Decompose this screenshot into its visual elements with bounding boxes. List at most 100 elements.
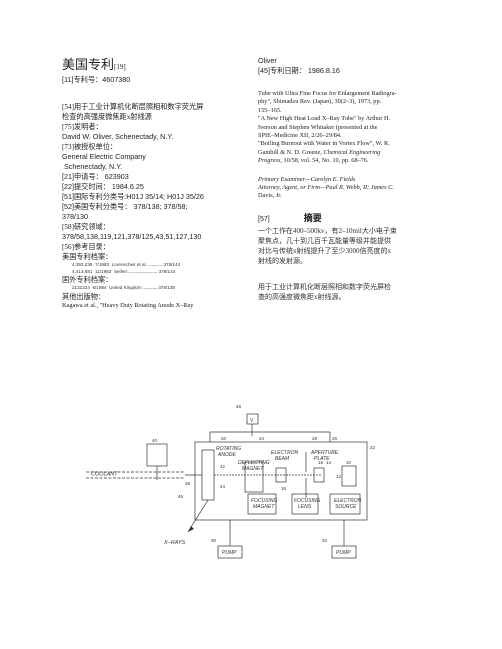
citation-line: "Boiling Burnout with Water in Vortex Fl… <box>258 140 390 148</box>
fig-label: SOURCE <box>335 504 357 510</box>
fig-label: 42 <box>220 464 226 469</box>
abstract-summary: 用于工业计算机化断层照相和数字荧光屏检 查的高强度微焦距x射线源。 <box>258 282 448 302</box>
fig-label: PLATE <box>314 456 330 462</box>
fig-label: 14 <box>326 460 332 465</box>
fig-label: 10 <box>346 460 352 465</box>
fig-label: FOCUSING <box>251 498 278 504</box>
electron-source-gun <box>341 465 357 487</box>
fig-label: 16 <box>318 460 324 465</box>
fig-label: 28 <box>312 436 318 441</box>
citation-line: Iverson and Stephen Whitaker (presented … <box>258 123 378 131</box>
us-references-list: 4,392,236 7/1983 Lorenschier et al. ....… <box>72 262 248 275</box>
reference-row: 4,414,681 11/1983 Seifert ..............… <box>72 268 176 274</box>
citation-line: 155–165. <box>258 106 282 114</box>
filed-date: [22]提交时间： 1984.6.25 <box>62 182 144 191</box>
abstract-line: 对比与传统x射线提升了至少3000倍亮度的x <box>258 246 391 255</box>
citation-line: "A New High Heat Load X–Ray Tube" by Art… <box>258 115 391 123</box>
fig-label: DEFLECTING <box>238 460 270 466</box>
fig-label: 40 <box>152 438 158 443</box>
foreign-documents-label: 国外专利档案： <box>62 276 113 284</box>
xray-source-figure: V 48 40 COOLANT 38 22 20 24 28 26 ROTATI… <box>86 404 376 559</box>
examiner-block: Primary Examiner—Carolyn E. Fields Attor… <box>258 176 448 201</box>
assignee-line-1: General Electric Company <box>62 152 146 161</box>
citation-line: phy", Shimadzu Rev. (Japan), 30(2–3), 19… <box>258 98 382 106</box>
fig-label: X–RAYS <box>163 540 186 546</box>
international-class: [51]国际专利分类号:H01J 35/14; H01J 35/26 <box>62 192 204 201</box>
citation-line: SPIE–Medicine XII, 2/26–29/84. <box>258 132 342 140</box>
attorney-line-1: Attorney, Agent, or Firm—Paul R. Webb, I… <box>258 184 394 192</box>
fig-label: 20 <box>221 436 227 441</box>
abstract-line: 一个工作在400–500kv，有2–10mil大小电子束 <box>258 226 397 235</box>
focusing-magnet <box>275 467 287 483</box>
fig-label: 46 <box>178 494 184 499</box>
citation-line: Progress, 10/58, vol. 54, No. 10, pp. 68… <box>258 157 369 165</box>
patent-title-line-2: 检查的高强度微焦距x射线源 <box>62 113 152 121</box>
focusing-magnet-box <box>247 493 277 515</box>
fig-label: COOLANT <box>91 472 118 478</box>
electron-source-box <box>329 493 361 515</box>
fig-label: 26 <box>332 436 338 441</box>
inventor: David W. Oliver, Schenectady, N.Y. <box>62 132 174 141</box>
us-documents-label: 美国专利档案： <box>62 253 113 261</box>
fig-label: 30 <box>211 538 217 543</box>
fig-label: 12 <box>336 474 342 479</box>
abstract-line: 射线的发射源。 <box>258 256 307 265</box>
application-number: [21]申请号： 623903 <box>62 172 129 181</box>
fig-label: 22 <box>370 445 376 450</box>
fig-label: 18 <box>281 486 287 491</box>
fig-label: LENS <box>298 504 312 510</box>
pump-1 <box>217 545 243 559</box>
coolant-reservoir <box>146 443 168 467</box>
us-class-line-2: 378/130 <box>62 212 88 221</box>
patent-country-title: 美国专利 <box>62 57 115 72</box>
inventor-label: [75]发明者： <box>62 123 103 131</box>
vacuum-housing <box>194 441 368 521</box>
fig-label: APERTURE <box>310 450 339 456</box>
abstract-heading: [57] 摘要 <box>258 211 448 224</box>
patent-title-line-1: [54]用于工业计算机化断层照相和数字荧光屏 <box>62 103 204 111</box>
title-code: [19] <box>114 63 126 71</box>
abstract-line: 聚焦点，几十到几百千瓦能量等级并能提供 <box>258 236 391 245</box>
reference-row: 2131224 6/1984 United Kingdom ..........… <box>72 285 175 290</box>
fig-label: MAGNET <box>242 466 264 472</box>
fig-label: FOCUSING <box>294 498 321 504</box>
continued-author: Oliver <box>258 56 277 65</box>
assignee-line-2: Schenectady, N.Y. <box>62 162 123 171</box>
document-title: 美国专利[19] <box>62 54 248 73</box>
fig-label: PUMP <box>222 550 237 556</box>
fig-label: 48 <box>236 404 242 409</box>
patent-date: [45]专利日期： 1986.8.16 <box>258 66 340 75</box>
summary-line: 用于工业计算机化断层照相和数字荧光屏检 <box>258 282 391 291</box>
fig-label: 24 <box>259 436 265 441</box>
primary-examiner: Primary Examiner—Carolyn E. Fields <box>258 175 356 183</box>
other-publications-label: 其他出版物： <box>62 292 106 301</box>
fig-label: MAGNET <box>253 504 275 510</box>
pump-2 <box>331 545 357 559</box>
foreign-references-list: 2131224 6/1984 United Kingdom ..........… <box>72 285 248 292</box>
fig-label: ROTATING <box>216 446 241 452</box>
field-of-search: 378/58,138,119,121,378/125,43,51,127,130 <box>62 232 202 241</box>
fig-label: V <box>250 418 254 424</box>
reference-row: 4,392,236 7/1983 Lorenschier et al. ....… <box>72 262 181 267</box>
deflecting-magnet <box>244 461 264 493</box>
patent-number: [11]专利号：4607380 <box>62 75 131 84</box>
attorney-line-2: Davis, Jr. <box>258 192 282 200</box>
abstract-title: 摘要 <box>303 213 322 224</box>
other-publication: Kagawa et al., "Heavy Duty Rotating Anod… <box>62 301 194 309</box>
focusing-lens <box>313 467 325 483</box>
fig-label: ELECTRON <box>334 498 362 504</box>
fig-label: PUMP <box>336 550 351 556</box>
abstract-code: [57] <box>258 215 270 223</box>
fig-label: 32 <box>322 538 328 543</box>
assignee-label: [73]被授权单位： <box>62 143 118 151</box>
right-column: Oliver [45]专利日期： 1986.8.16 Tube with Ult… <box>258 56 448 302</box>
fig-label: ELECTRON <box>271 450 299 456</box>
fig-label: ANODE <box>217 452 236 458</box>
summary-line: 查的高强度微焦距x射线源。 <box>258 292 346 301</box>
citation-line: Tube with Ultra Fine Focus for Enlargeme… <box>258 90 397 97</box>
bibliographic-column: 美国专利[19] [11]专利号：4607380 [54]用于工业计算机化断层照… <box>62 54 248 310</box>
fig-label: BEAM <box>275 456 290 462</box>
field-of-search-label: [58]研究领域： <box>62 223 110 231</box>
us-class-line-1: [52]美国专利分类号： 378/138; 378/58; <box>62 202 188 211</box>
fig-label: 38 <box>185 481 191 486</box>
